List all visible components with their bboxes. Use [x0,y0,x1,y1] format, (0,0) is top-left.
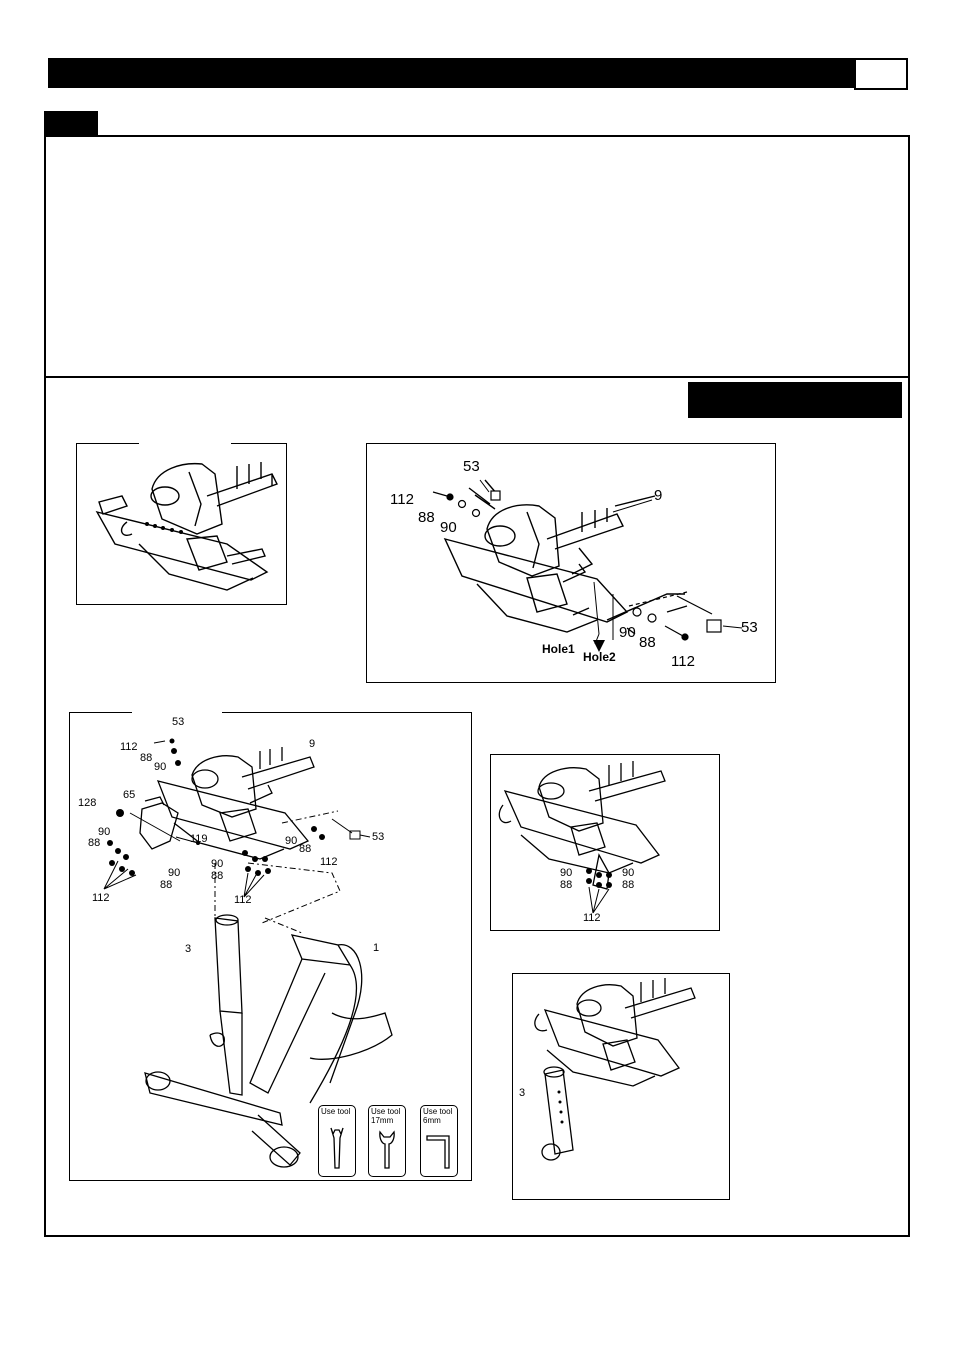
part-label: 119 [190,833,208,845]
part-label: 90 [440,519,457,536]
header-bar [48,58,854,88]
tool-card-17mm: Use tool 17mm [368,1105,406,1177]
seat-post-drawing [534,978,696,1161]
part-label: 88 [299,843,312,855]
part-label: 112 [583,912,601,924]
step-frame [44,135,910,1237]
part-label: 88 [639,634,656,651]
wrench-icon [330,1127,344,1169]
figure-e: 3 [512,973,730,1200]
part-label: 112 [234,894,252,906]
part-label: 88 [560,879,573,891]
note-tag [688,382,902,418]
part-label: 9 [309,738,316,750]
tool-card-6mm: Use tool 6mm [420,1105,458,1177]
part-label: 88 [211,870,224,882]
hole-1-label: Hole1 [542,642,575,656]
part-label: 88 [88,837,101,849]
part-label: 53 [463,458,480,475]
part-label: 9 [654,487,663,504]
allen-key-icon [426,1135,450,1169]
full-assembly-exploded-drawing [103,738,393,1168]
part-label: 53 [372,831,385,843]
part-label: 3 [185,943,192,955]
part-label: 90 [154,761,167,773]
part-label: 3 [519,1087,526,1099]
part-label: 1 [373,942,380,954]
part-label: 112 [390,491,414,508]
part-label: 90 [168,867,181,879]
figure-b: 53 9 112 88 90 90 88 53 112 Hole1 Hole2 [366,443,776,683]
part-label: 88 [140,752,153,764]
tool-text: Use tool 6mm [423,1107,453,1125]
part-label: 112 [320,856,338,868]
part-label: 90 [619,624,636,641]
part-label: 53 [172,716,185,728]
part-label: 53 [741,619,758,636]
open-wrench-icon [379,1130,395,1169]
part-label: 112 [92,892,110,904]
page-number-box [854,58,908,90]
part-label: 88 [622,879,635,891]
part-label: 90 [560,867,573,879]
part-label: 90 [211,858,224,870]
console-mount-exploded-drawing [432,479,743,652]
tool-text: Use tool 17mm [371,1107,401,1125]
part-label: 65 [123,789,136,801]
figure-d: 90 88 90 88 112 [490,754,720,931]
part-label: 112 [671,653,695,670]
figure-c: 53 9 112 88 90 128 65 90 88 119 90 88 11… [69,710,472,1181]
part-label: 88 [418,509,435,526]
step-tab [44,111,98,135]
figure-a [76,441,287,605]
part-label: 90 [622,867,635,879]
section-divider [46,376,908,378]
tool-card-wrench: Use tool [318,1105,356,1177]
console-frame-drawing [95,462,278,591]
part-label: 90 [98,826,111,838]
part-label: 90 [285,835,298,847]
tool-text: Use tool [321,1107,351,1116]
part-label: 112 [120,741,138,753]
hole-2-label: Hole2 [583,650,616,664]
part-label: 128 [78,797,97,809]
bracket-attachment-drawing [498,761,666,914]
part-label: 88 [160,879,173,891]
